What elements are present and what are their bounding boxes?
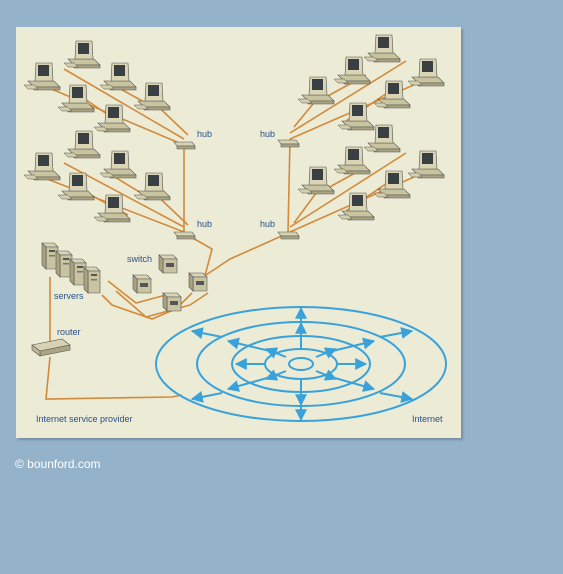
copyright-credit: © bounford.com: [15, 457, 101, 471]
label-isp: Internet service provider: [36, 414, 133, 424]
label-router: router: [57, 327, 81, 337]
label-hub-top-left: hub: [197, 129, 213, 139]
label-switch: switch: [127, 254, 153, 264]
diagram-panel: hub hub hub hub switch servers router In…: [16, 27, 461, 438]
internet-arrows: [190, 306, 414, 422]
workstations-mid-right: [297, 124, 445, 221]
label-internet: Internet: [412, 414, 443, 424]
hub-icon: [277, 139, 300, 148]
label-servers: servers: [54, 291, 84, 301]
label-hub-top-right: hub: [260, 129, 276, 139]
hub-icon: [173, 231, 196, 240]
hub-icon: [173, 141, 196, 150]
router-icon: [31, 338, 71, 357]
label-hub-mid-left: hub: [197, 219, 213, 229]
hub-icon: [277, 231, 300, 240]
label-hub-mid-right: hub: [260, 219, 276, 229]
cable-lines: [41, 60, 433, 400]
network-diagram: [23, 34, 447, 422]
